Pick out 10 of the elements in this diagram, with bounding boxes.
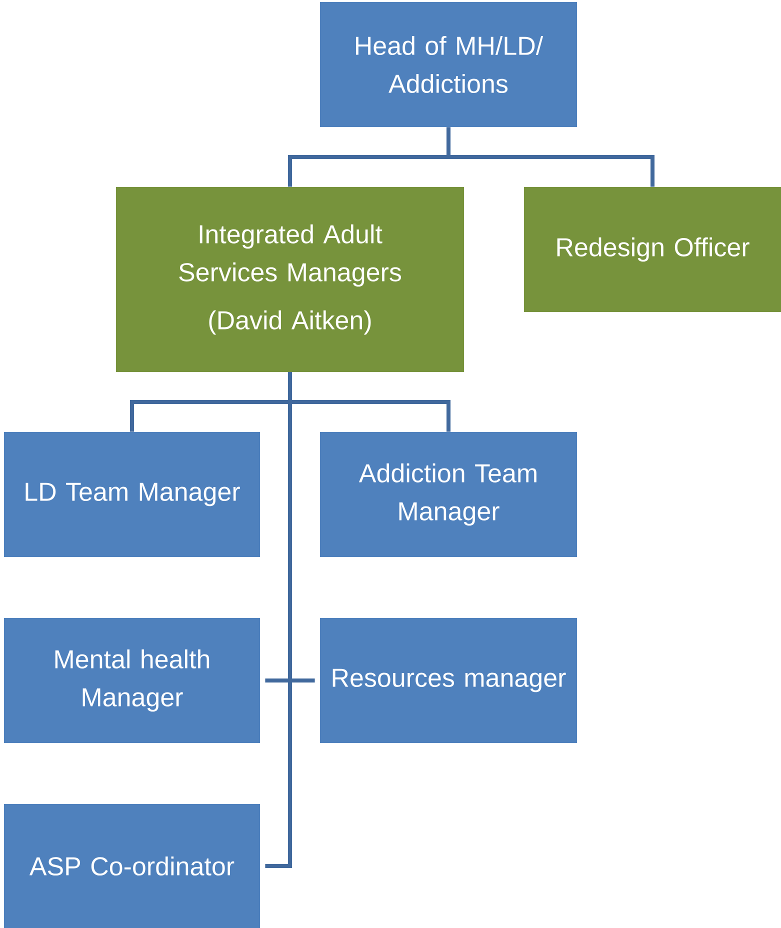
org-box: Mental health Manager [4,618,260,743]
connector-line [265,372,292,868]
org-box: Redesign Officer [524,187,781,312]
org-box: LD Team Manager [4,432,260,557]
org-box: Integrated Adult Services Managers (David Aitken) [116,187,464,372]
connector-line [446,127,654,187]
org-box: ASP Co-ordinator [4,804,260,928]
org-box: Head of MH/LD/ Addictions [320,2,577,127]
org-box: Resources manager [320,618,577,743]
org-box: Addiction Team Manager [320,432,577,557]
